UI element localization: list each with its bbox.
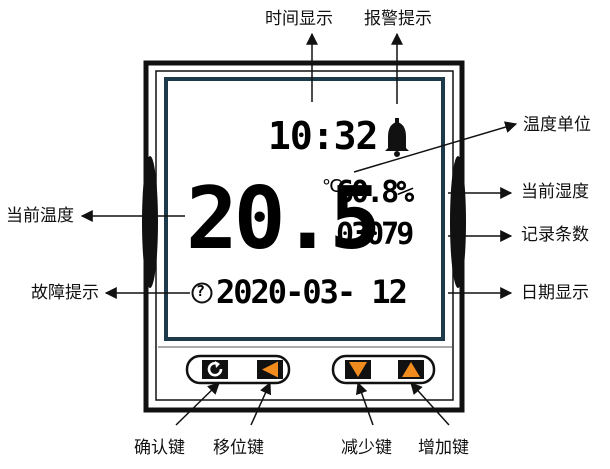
label-record-count: 记录条数	[521, 225, 589, 245]
lcd-screen-frame	[164, 77, 445, 341]
lcd-temp-unit: ℃	[322, 176, 342, 197]
label-confirm-key: 确认键	[134, 438, 185, 458]
bell-icon	[385, 118, 409, 157]
label-date-display: 日期显示	[521, 283, 589, 303]
left-triangle-icon	[262, 361, 278, 378]
lcd-temperature: 20.5	[186, 169, 381, 269]
label-current-temp: 当前温度	[6, 206, 74, 226]
label-decrease-key: 减少键	[341, 438, 392, 458]
confirm-key[interactable]	[202, 360, 228, 379]
arrow-shift	[250, 381, 272, 426]
arrow-confirm	[175, 382, 220, 426]
label-increase-key: 增加键	[418, 438, 469, 458]
right-side-grip	[450, 156, 466, 288]
fault-symbol: ?	[196, 282, 205, 300]
increase-key[interactable]	[398, 360, 424, 379]
label-alarm-prompt: 报警提示	[364, 9, 432, 29]
lcd-humidity: 60.8%	[336, 175, 414, 210]
decrease-key[interactable]	[345, 360, 371, 379]
label-shift-key: 移位键	[213, 438, 264, 458]
label-temp-unit: 温度单位	[523, 115, 591, 135]
label-current-humidity: 当前湿度	[521, 182, 589, 202]
arrow-temp-unit	[353, 121, 518, 173]
left-side-grip	[142, 156, 158, 288]
up-triangle-icon	[402, 362, 420, 377]
down-triangle-icon	[349, 362, 367, 377]
lcd-record-count: 03079	[336, 217, 414, 252]
refresh-icon	[207, 361, 223, 377]
lcd-time: 10:32	[268, 114, 378, 158]
question-circle-icon	[191, 282, 213, 304]
shift-key[interactable]	[257, 360, 283, 379]
label-time-display: 时间显示	[265, 9, 333, 29]
arrow-increase	[410, 382, 450, 426]
label-fault-prompt: 故障提示	[31, 283, 99, 303]
lcd-date: 2020-03- 12	[216, 273, 408, 311]
arrow-decrease	[355, 381, 374, 426]
